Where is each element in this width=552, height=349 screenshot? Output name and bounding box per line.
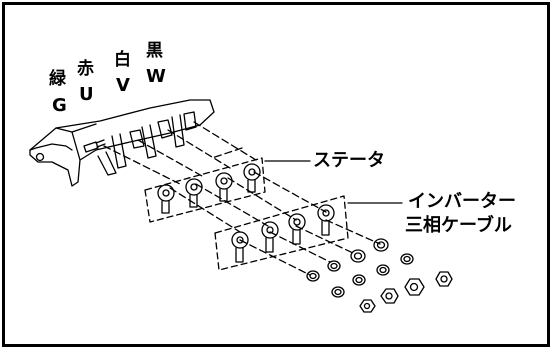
inverter-group-box xyxy=(214,195,349,271)
stud-w xyxy=(183,111,197,131)
stator-label: ステータ xyxy=(313,150,385,171)
inverter-label-line2: 三相ケーブル xyxy=(405,215,512,236)
stud-g xyxy=(83,141,99,153)
stator-group-box xyxy=(144,157,266,223)
inverter-label-line1: インバーター xyxy=(408,191,516,212)
inverter-lugs xyxy=(231,204,335,263)
terminal-label-u-color: 赤 xyxy=(77,59,94,79)
washers xyxy=(306,238,414,298)
nuts xyxy=(359,271,453,313)
terminal-label-g-color: 緑 xyxy=(49,69,66,89)
terminal-label-v-phase: V xyxy=(116,75,130,96)
mounting-hole xyxy=(35,152,45,162)
post-v xyxy=(141,124,157,159)
stator-lugs xyxy=(157,163,261,214)
post-w xyxy=(171,114,185,148)
terminal-label-u-phase: U xyxy=(79,84,94,105)
terminal-label-g-phase: G xyxy=(52,95,67,116)
stud-u xyxy=(129,129,145,149)
terminal-label-v-color: 白 xyxy=(114,50,131,70)
terminal-label-w-phase: W xyxy=(146,66,166,87)
stud-v xyxy=(157,119,173,139)
terminal-block xyxy=(29,99,215,187)
terminal-label-w-color: 黒 xyxy=(146,41,163,61)
